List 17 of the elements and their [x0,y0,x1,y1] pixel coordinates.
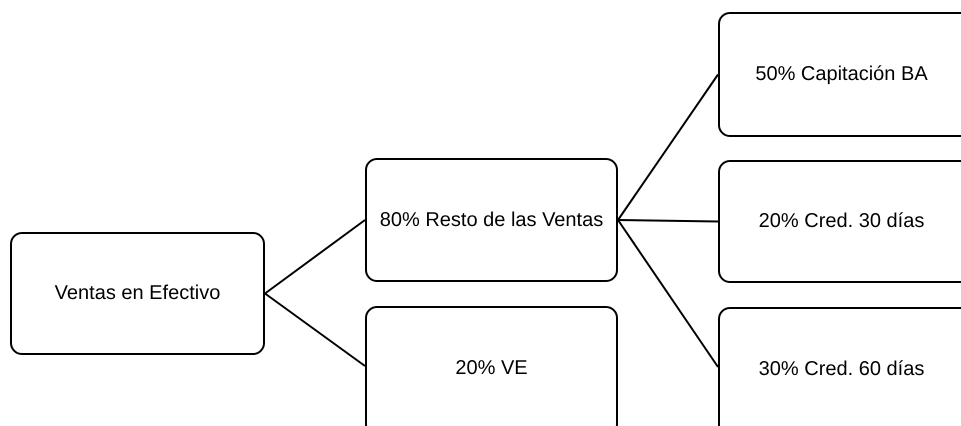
connector-line [264,219,366,294]
rounded-box [718,12,961,137]
rounded-box [365,158,618,282]
box-label: 20% Cred. 30 días [758,209,924,234]
connector-line [617,219,719,368]
box-label: 80% Resto de las Ventas [380,208,604,232]
connector-line [264,292,366,367]
rounded-box [718,307,961,426]
connector-line [617,74,719,221]
box-label: Ventas en Efectivo [54,281,220,306]
connector-line [618,219,718,222]
box-label: 50% Capitación BA [755,62,928,87]
rounded-box [365,306,618,426]
rounded-box [718,160,961,283]
rounded-box [10,232,265,355]
box-label: 20% VE [455,356,528,380]
box-label: 30% Cred. 60 días [758,356,924,382]
